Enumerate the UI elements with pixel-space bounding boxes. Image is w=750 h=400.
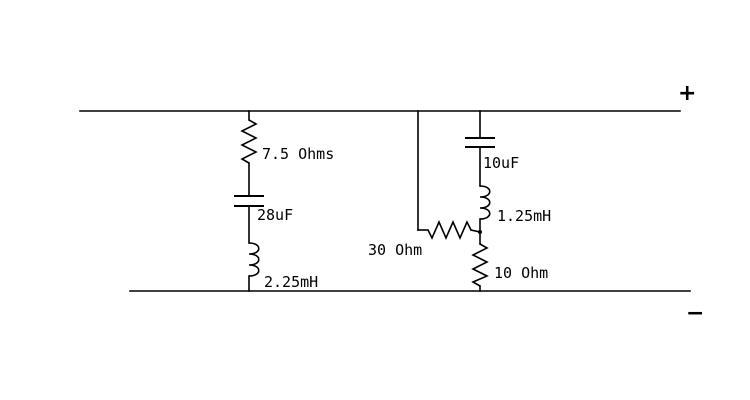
inductor-1-25mh-symbol	[479, 185, 491, 220]
resistor-7-5-ohm-label: 7.5 Ohms	[262, 145, 334, 163]
resistor-7-5-ohm-symbol	[240, 119, 258, 164]
right-network: 10uF 1.25mH 30 Ohm 10 Ohm	[368, 110, 551, 292]
inductor-1-25mh-label: 1.25mH	[497, 207, 551, 225]
resistor-30-ohm-label: 30 Ohm	[368, 241, 422, 259]
inductor-2-25mh-symbol	[248, 242, 260, 277]
resistor-30-ohm-symbol	[427, 220, 472, 240]
negative-terminal-label: −	[686, 301, 704, 326]
positive-terminal-label: +	[678, 81, 696, 106]
resistor-10-ohm-symbol	[471, 243, 489, 287]
capacitor-28uf-label: 28uF	[257, 206, 293, 224]
capacitor-10uf-label: 10uF	[483, 154, 519, 172]
left-branch: 7.5 Ohms 28uF 2.25mH	[234, 110, 334, 292]
inductor-2-25mh-label: 2.25mH	[264, 273, 318, 291]
resistor-10-ohm-label: 10 Ohm	[494, 264, 548, 282]
